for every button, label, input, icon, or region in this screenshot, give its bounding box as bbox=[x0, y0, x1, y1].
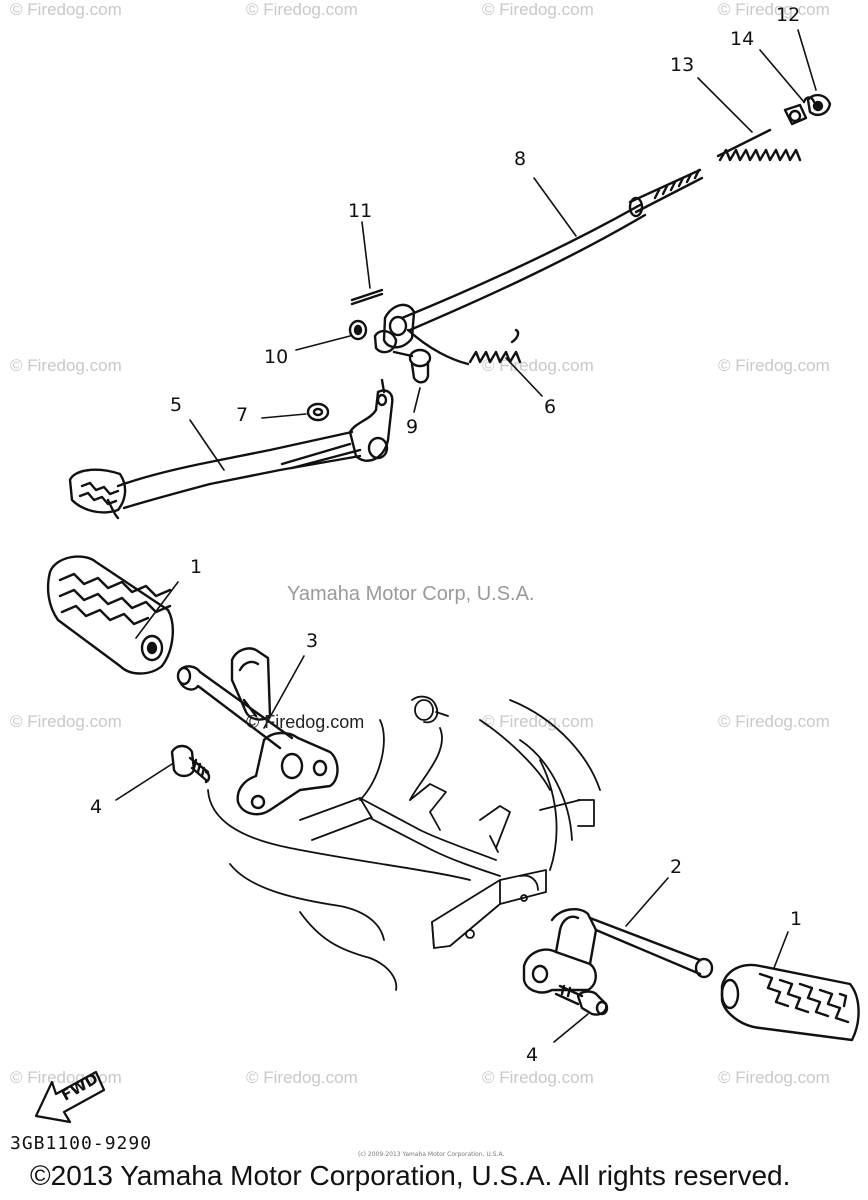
fine-print: (c) 2009-2013 Yamaha Motor Corporation, … bbox=[358, 1151, 505, 1158]
bolt-part-4-lower bbox=[554, 984, 609, 1016]
footrest-rubber-part-1-right bbox=[720, 963, 860, 1042]
brake-rod-part-8 bbox=[373, 168, 704, 354]
spring-part-13 bbox=[716, 128, 802, 162]
callout-8: 8 bbox=[514, 148, 527, 170]
brand-watermark: Yamaha Motor Corp, U.S.A. bbox=[287, 583, 535, 605]
callout-4-lower: 4 bbox=[526, 1044, 539, 1066]
watermark: © Firedog.com bbox=[718, 356, 830, 375]
brake-pedal-part-5 bbox=[68, 378, 394, 520]
copyright-notice: ©2013 Yamaha Motor Corporation, U.S.A. A… bbox=[30, 1160, 791, 1191]
callout-7: 7 bbox=[236, 404, 249, 426]
cotter-pin-part-11 bbox=[350, 288, 384, 306]
watermark: © Firedog.com bbox=[482, 712, 594, 731]
engine-frame-outline bbox=[207, 695, 601, 991]
callout-3: 3 bbox=[306, 630, 319, 652]
callout-5: 5 bbox=[170, 394, 183, 416]
callout-2: 2 bbox=[670, 856, 683, 878]
watermark: © Firedog.com bbox=[10, 0, 122, 19]
fwd-arrow bbox=[34, 1070, 106, 1124]
leader-lines bbox=[115, 29, 817, 1043]
callout-10: 10 bbox=[264, 346, 289, 368]
watermark: © Firedog.com bbox=[718, 0, 830, 19]
footrest-rubber-part-1 bbox=[46, 555, 174, 675]
clevis-pin-part-9 bbox=[392, 348, 432, 384]
watermark: © Firedog.com bbox=[718, 712, 830, 731]
nut-part-14 bbox=[783, 103, 808, 126]
site-watermark: © Firedog.com bbox=[246, 712, 365, 732]
return-spring-part-6 bbox=[406, 328, 522, 366]
washer-part-10 bbox=[348, 319, 368, 341]
callout-14: 14 bbox=[730, 28, 755, 50]
callout-12: 12 bbox=[776, 4, 801, 26]
right-footrest-bracket-part-2 bbox=[522, 908, 714, 994]
watermark: © Firedog.com bbox=[482, 0, 594, 19]
watermark: © Firedog.com bbox=[246, 0, 358, 19]
callout-9: 9 bbox=[406, 416, 419, 438]
callout-11: 11 bbox=[348, 200, 373, 222]
watermark: © Firedog.com bbox=[10, 712, 122, 731]
callout-1-right: 1 bbox=[790, 908, 803, 930]
washer-part-7 bbox=[306, 402, 330, 422]
watermark: © Firedog.com bbox=[718, 1068, 830, 1087]
watermark: © Firedog.com bbox=[482, 1068, 594, 1087]
watermark: © Firedog.com bbox=[10, 356, 122, 375]
callout-13: 13 bbox=[670, 54, 695, 76]
bolt-part-4 bbox=[170, 744, 211, 784]
callout-6: 6 bbox=[544, 396, 557, 418]
callout-4: 4 bbox=[90, 796, 103, 818]
diagram-part-code: 3GB1100-9290 bbox=[10, 1133, 153, 1154]
callout-1: 1 bbox=[190, 556, 203, 578]
watermark: © Firedog.com bbox=[246, 1068, 358, 1087]
adjuster-part-12 bbox=[802, 93, 832, 116]
